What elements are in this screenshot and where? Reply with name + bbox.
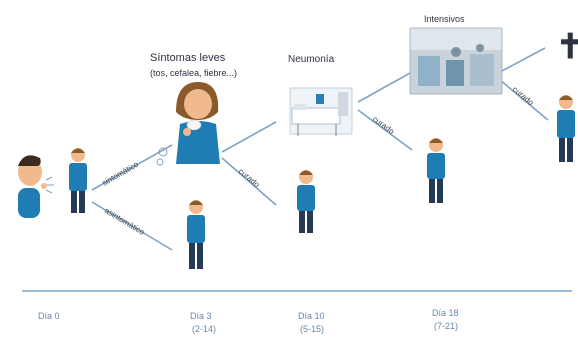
branch-cured-1-line xyxy=(221,157,277,206)
icu-title: Intensivos xyxy=(424,14,465,24)
day-label-10: Día 10 xyxy=(298,311,325,321)
day-range-10: (5-15) xyxy=(300,324,324,334)
mild-symptoms-detail: (tos, cefalea, fiebre...) xyxy=(150,68,237,78)
day-label-18: Día 18 xyxy=(432,308,459,318)
day-label-0: Día 0 xyxy=(38,311,60,321)
branch-label-cured-3: curado xyxy=(511,85,536,108)
branch-label-asymptomatic: asintomático xyxy=(103,206,147,237)
branch-label-cured-1: curado xyxy=(237,167,262,190)
branch-label-cured-2: curado xyxy=(371,114,397,136)
day-range-3: (2-14) xyxy=(192,324,216,334)
branch-label-symptomatic: sintomático xyxy=(101,159,141,187)
virus-icon xyxy=(156,147,168,166)
day-label-3: Día 3 xyxy=(190,311,212,321)
branch-lines xyxy=(91,47,549,251)
branch-cured-3-line xyxy=(499,79,549,121)
branch-asymptomatic-line xyxy=(91,201,173,251)
person-icon xyxy=(427,138,445,203)
branch-to-pneumonia-line xyxy=(221,121,277,153)
person-icon xyxy=(557,95,575,162)
hospital-bed-icon xyxy=(289,87,353,136)
person-icon xyxy=(187,200,205,269)
cross-icon: ✝ xyxy=(556,28,578,66)
day-range-18: (7-21) xyxy=(434,321,458,331)
branch-to-icu-line xyxy=(357,71,413,103)
pneumonia-title: Neumonía xyxy=(288,54,335,65)
branch-to-death-line xyxy=(499,47,546,73)
person-icon xyxy=(297,170,315,233)
branch-cured-2-line xyxy=(357,109,413,151)
sick-person-icon xyxy=(176,82,220,164)
patient-zero-icon xyxy=(18,155,54,218)
mild-symptoms-title: Síntomas leves xyxy=(150,52,226,64)
person-icon xyxy=(69,148,87,213)
icu-room-icon xyxy=(409,27,503,95)
